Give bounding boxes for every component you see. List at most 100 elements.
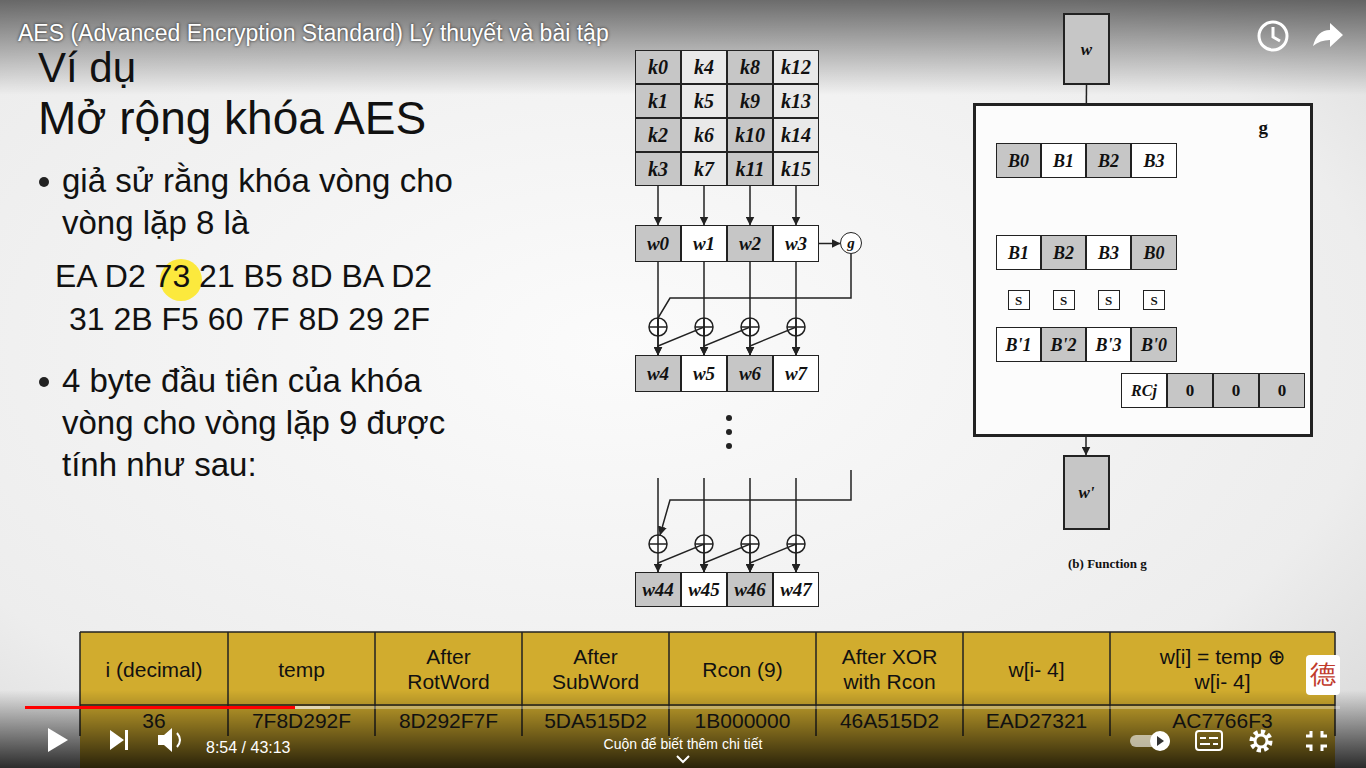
box-label: 0: [1186, 382, 1195, 399]
arrow-connector: [819, 243, 840, 245]
box-label: k15: [781, 159, 811, 179]
key-byte-cell: k10: [727, 118, 773, 152]
table-data-cell-holder: 8D292F7F: [379, 709, 519, 733]
table-data-cell-holder: 7F8D292F: [232, 709, 372, 733]
key-byte-cell: k2: [635, 118, 681, 152]
zero-byte-box: 0: [1259, 373, 1305, 408]
bullet-text-holder: giả sử rằng khóa vòng cho vòng lặp 8 là: [62, 160, 502, 244]
byte-box: B1: [996, 235, 1041, 270]
channel-logo: 德: [1310, 660, 1336, 690]
table-header-cell: Rcon (9): [702, 657, 783, 682]
rcon-box: RCj: [1121, 373, 1167, 408]
artwork-shape: [658, 478, 796, 535]
box-label: B'3: [1095, 336, 1121, 354]
xor-row-lower: [649, 470, 851, 572]
table-data-cell: 46A515D2: [840, 709, 939, 733]
sbox: S: [1098, 290, 1120, 310]
word-box: w0: [635, 225, 681, 262]
byte-box: B3: [1131, 143, 1177, 178]
box-label: B'2: [1050, 336, 1076, 354]
artwork-shape: [1259, 22, 1287, 50]
byte-box: B2: [1086, 143, 1131, 178]
slide-heading: Ví dụ: [38, 44, 136, 91]
box-label: k8: [740, 57, 760, 77]
scroll-hint-holder: Cuộn để biết thêm chi tiết: [553, 736, 813, 752]
key-byte-cell: k3: [635, 152, 681, 186]
box-label: k5: [694, 91, 714, 111]
arrow-connector: [657, 186, 659, 225]
table-data-cell: 36: [142, 709, 165, 733]
key-byte-cell: k0: [635, 50, 681, 84]
arrow-connector: [795, 186, 797, 225]
bullet-dot: [39, 377, 49, 387]
box-label: 0: [1232, 382, 1241, 399]
box-label: S: [1105, 294, 1112, 307]
player-icons: [25, 22, 1343, 762]
arrow-connector: [750, 327, 796, 355]
output-word-box: w': [1063, 455, 1110, 530]
box-label: w45: [688, 580, 720, 599]
box-label: w4: [647, 364, 669, 383]
table-header-cell-holder: After XOR with Rcon: [830, 634, 950, 704]
byte-box: B0: [996, 143, 1041, 178]
arrow-connector: [704, 544, 750, 572]
bullet-text-holder: 4 byte đầu tiên của khóa vòng cho vòng l…: [62, 360, 502, 486]
table-data-cell-holder: 46A515D2: [820, 709, 960, 733]
box-label: w46: [734, 580, 766, 599]
box-label: k3: [648, 159, 668, 179]
box-label: S: [1015, 294, 1022, 307]
box-label: 0: [1278, 382, 1287, 399]
box-label: B0: [1008, 152, 1029, 170]
byte-box: B0: [1131, 235, 1177, 270]
table-header-cell-holder: w[i- 4]: [967, 634, 1107, 704]
key-byte-cell: k4: [681, 50, 727, 84]
box-label: B1: [1053, 152, 1074, 170]
box-label: w44: [642, 580, 674, 599]
time-display: 8:54 / 43:13: [206, 739, 291, 756]
table-data-cell-holder: 1B000000: [673, 709, 813, 733]
byte-box: B'3: [1086, 327, 1131, 362]
scroll-hint: Cuộn để biết thêm chi tiết: [604, 736, 763, 752]
arrow-connector: [658, 327, 704, 355]
player-top-shade: [0, 0, 1366, 95]
key-byte-cell: k9: [727, 84, 773, 118]
box-label: w6: [739, 364, 761, 383]
table-header-cell-holder: After RotWord: [399, 634, 499, 704]
word-box: w4: [635, 355, 681, 392]
table-data-cell: 1B000000: [695, 709, 791, 733]
key-byte-cell: k1: [635, 84, 681, 118]
box-label: k0: [648, 57, 668, 77]
box-label: w': [1078, 484, 1094, 501]
function-g-box: gB0B1B2B3B1B2B3B0SSSSB'1B'2B'3B'0RCj000: [973, 103, 1313, 437]
word-box: w6: [727, 355, 773, 392]
box-label: w: [1081, 41, 1092, 58]
hex-key-line: EA D2 73 21 B5 8D BA D2: [55, 258, 432, 294]
word-box: w46: [727, 572, 773, 607]
time-display-holder: 8:54 / 43:13: [206, 739, 291, 757]
sbox: S: [1008, 290, 1030, 310]
table-data-cell-holder: 36: [84, 709, 224, 733]
hex-key-line-holder: 31 2B F5 60 7F 8D 29 2F: [69, 301, 430, 338]
artwork-shape: [649, 535, 667, 553]
video-title-holder: AES (Advanced Encryption Standard) Lý th…: [18, 20, 609, 46]
key-byte-cell: k5: [681, 84, 727, 118]
artwork-shape: [1306, 731, 1327, 751]
artwork-shape: [48, 728, 68, 752]
byte-box: B'1: [996, 327, 1041, 362]
box-label: w3: [785, 234, 807, 253]
artwork-shape: [1313, 23, 1343, 47]
artwork-shape: [726, 443, 732, 449]
box-label: k10: [735, 125, 765, 145]
box-label: w2: [739, 234, 761, 253]
artwork-shape: [1273, 27, 1280, 41]
box-label: k6: [694, 125, 714, 145]
box-label: k11: [736, 159, 765, 179]
table-header-cell: After XOR with Rcon: [830, 644, 950, 694]
table-data-cell: 7F8D292F: [252, 709, 351, 733]
table-header-cell: temp: [278, 657, 325, 682]
artwork-shape: [660, 470, 851, 535]
box-label: w1: [693, 234, 715, 253]
box-label: k9: [740, 91, 760, 111]
